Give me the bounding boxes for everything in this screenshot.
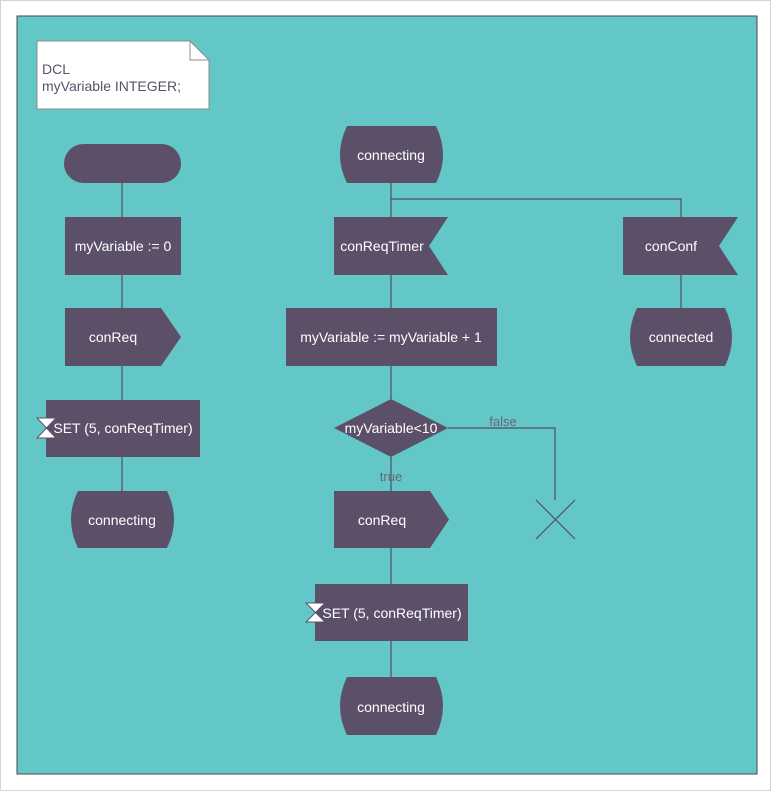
branch-false-label: false — [489, 414, 516, 429]
input-signal-conconf-label: conConf — [645, 238, 697, 254]
set-timer-mid-label: SET (5, conReqTimer) — [322, 605, 461, 621]
task-assign-box[interactable] — [65, 217, 181, 275]
set-timer-mid-box[interactable] — [315, 584, 468, 641]
right-flow: conConf connected — [623, 217, 738, 366]
input-signal-conreqtimer-label: conReqTimer — [340, 238, 424, 254]
branch-true-label: true — [380, 469, 402, 484]
output-signal-mid-label: conReq — [358, 512, 406, 528]
set-timer-label: SET (5, conReqTimer) — [53, 420, 192, 436]
connectors — [121, 183, 682, 677]
state-connecting-top[interactable] — [340, 126, 443, 183]
task-increment-box[interactable] — [286, 308, 497, 366]
state-connecting-top-label: connecting — [357, 147, 425, 163]
declaration-note: DCL myVariable INTEGER; — [36, 40, 210, 110]
output-signal-shape[interactable] — [65, 308, 181, 366]
state-connected-label: connected — [649, 329, 714, 345]
note-shape — [36, 40, 210, 110]
decision-diamond[interactable] — [334, 399, 448, 457]
note-line-2: myVariable INTEGER; — [42, 78, 181, 94]
start-symbol[interactable] — [64, 144, 181, 183]
note-fold — [189, 41, 209, 61]
state-connected[interactable] — [630, 308, 732, 366]
middle-flow: connecting conReqTimer myVariable := myV… — [286, 126, 576, 735]
state-connecting-bottom[interactable] — [340, 677, 443, 735]
task-increment-label: myVariable := myVariable + 1 — [300, 329, 482, 345]
state-connecting-bottom-label: connecting — [357, 699, 425, 715]
decision-label: myVariable<10 — [345, 420, 438, 436]
state-connecting-left-label: connecting — [88, 512, 156, 528]
edge-state-to-conconf — [391, 198, 682, 217]
left-flow: myVariable := 0 conReq SET (5, conReqTim… — [35, 144, 200, 548]
task-assign-label: myVariable := 0 — [75, 238, 172, 254]
output-signal-mid[interactable] — [334, 491, 449, 548]
input-signal-conreqtimer[interactable] — [334, 217, 448, 275]
hourglass-icon — [35, 417, 58, 439]
input-signal-conconf[interactable] — [623, 217, 738, 275]
edge-decision-false — [448, 427, 556, 500]
state-connecting-left[interactable] — [71, 491, 174, 548]
set-timer-box[interactable] — [46, 400, 200, 457]
output-signal-label: conReq — [89, 329, 137, 345]
stop-x-icon — [535, 499, 576, 540]
hourglass-icon — [304, 602, 327, 623]
note-line-1: DCL — [42, 61, 70, 77]
